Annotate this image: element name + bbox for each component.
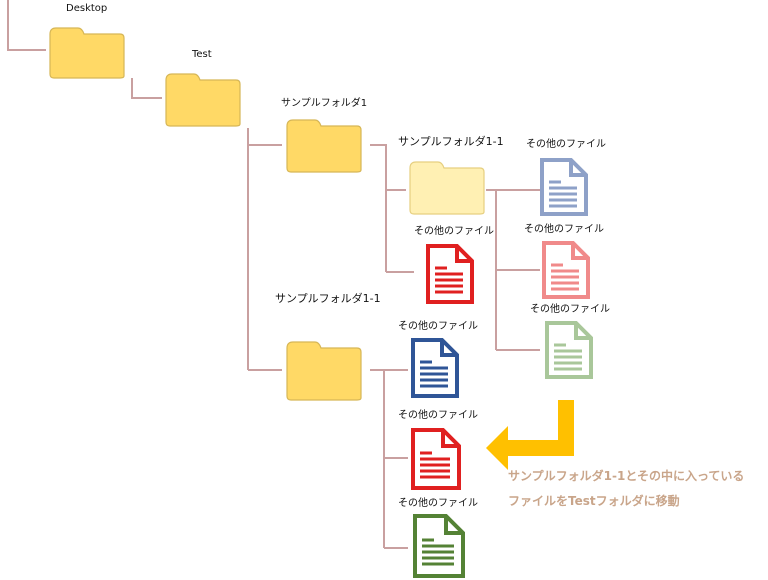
document-icon: [540, 158, 588, 216]
file-label: その他のファイル: [398, 321, 478, 332]
folder-icon: [286, 119, 362, 173]
file-label: その他のファイル: [526, 139, 606, 150]
file-label: その他のファイル: [398, 498, 478, 509]
document-icon: [413, 514, 465, 578]
document-icon: [426, 244, 474, 304]
move-note-line2: ファイルをTestフォルダに移動: [508, 494, 680, 508]
document-icon: [411, 428, 461, 490]
connector-sample1-children: [370, 144, 387, 272]
bent-arrow-icon: [486, 400, 574, 470]
file-label: その他のファイル: [524, 224, 604, 235]
file-label: その他のファイル: [414, 226, 494, 237]
faded-folder-icon: [409, 161, 485, 215]
folder-label-test: Test: [192, 49, 212, 60]
folder-label-desktop: Desktop: [66, 3, 108, 14]
document-icon: [411, 338, 459, 398]
folder-label-sample1: サンプルフォルダ1: [281, 98, 368, 109]
folder-icon: [165, 73, 241, 127]
file-label: その他のファイル: [530, 304, 610, 315]
file-label: その他のファイル: [398, 410, 478, 421]
connector-moved-folder-files: [370, 369, 385, 548]
document-icon: [542, 241, 590, 299]
folder-label-sample11-original: サンプルフォルダ1-1: [398, 135, 504, 148]
move-note-line1: サンプルフォルダ1-1とその中に入っている: [508, 469, 745, 483]
folder-icon: [286, 341, 362, 401]
folder-label-sample11-moved: サンプルフォルダ1-1: [275, 292, 381, 305]
connector-root-desktop: [7, 0, 46, 51]
folder-icon: [49, 27, 125, 79]
connector-faded-folder-files: [486, 189, 497, 350]
connector-desktop-test: [131, 78, 162, 99]
document-icon: [545, 321, 593, 379]
